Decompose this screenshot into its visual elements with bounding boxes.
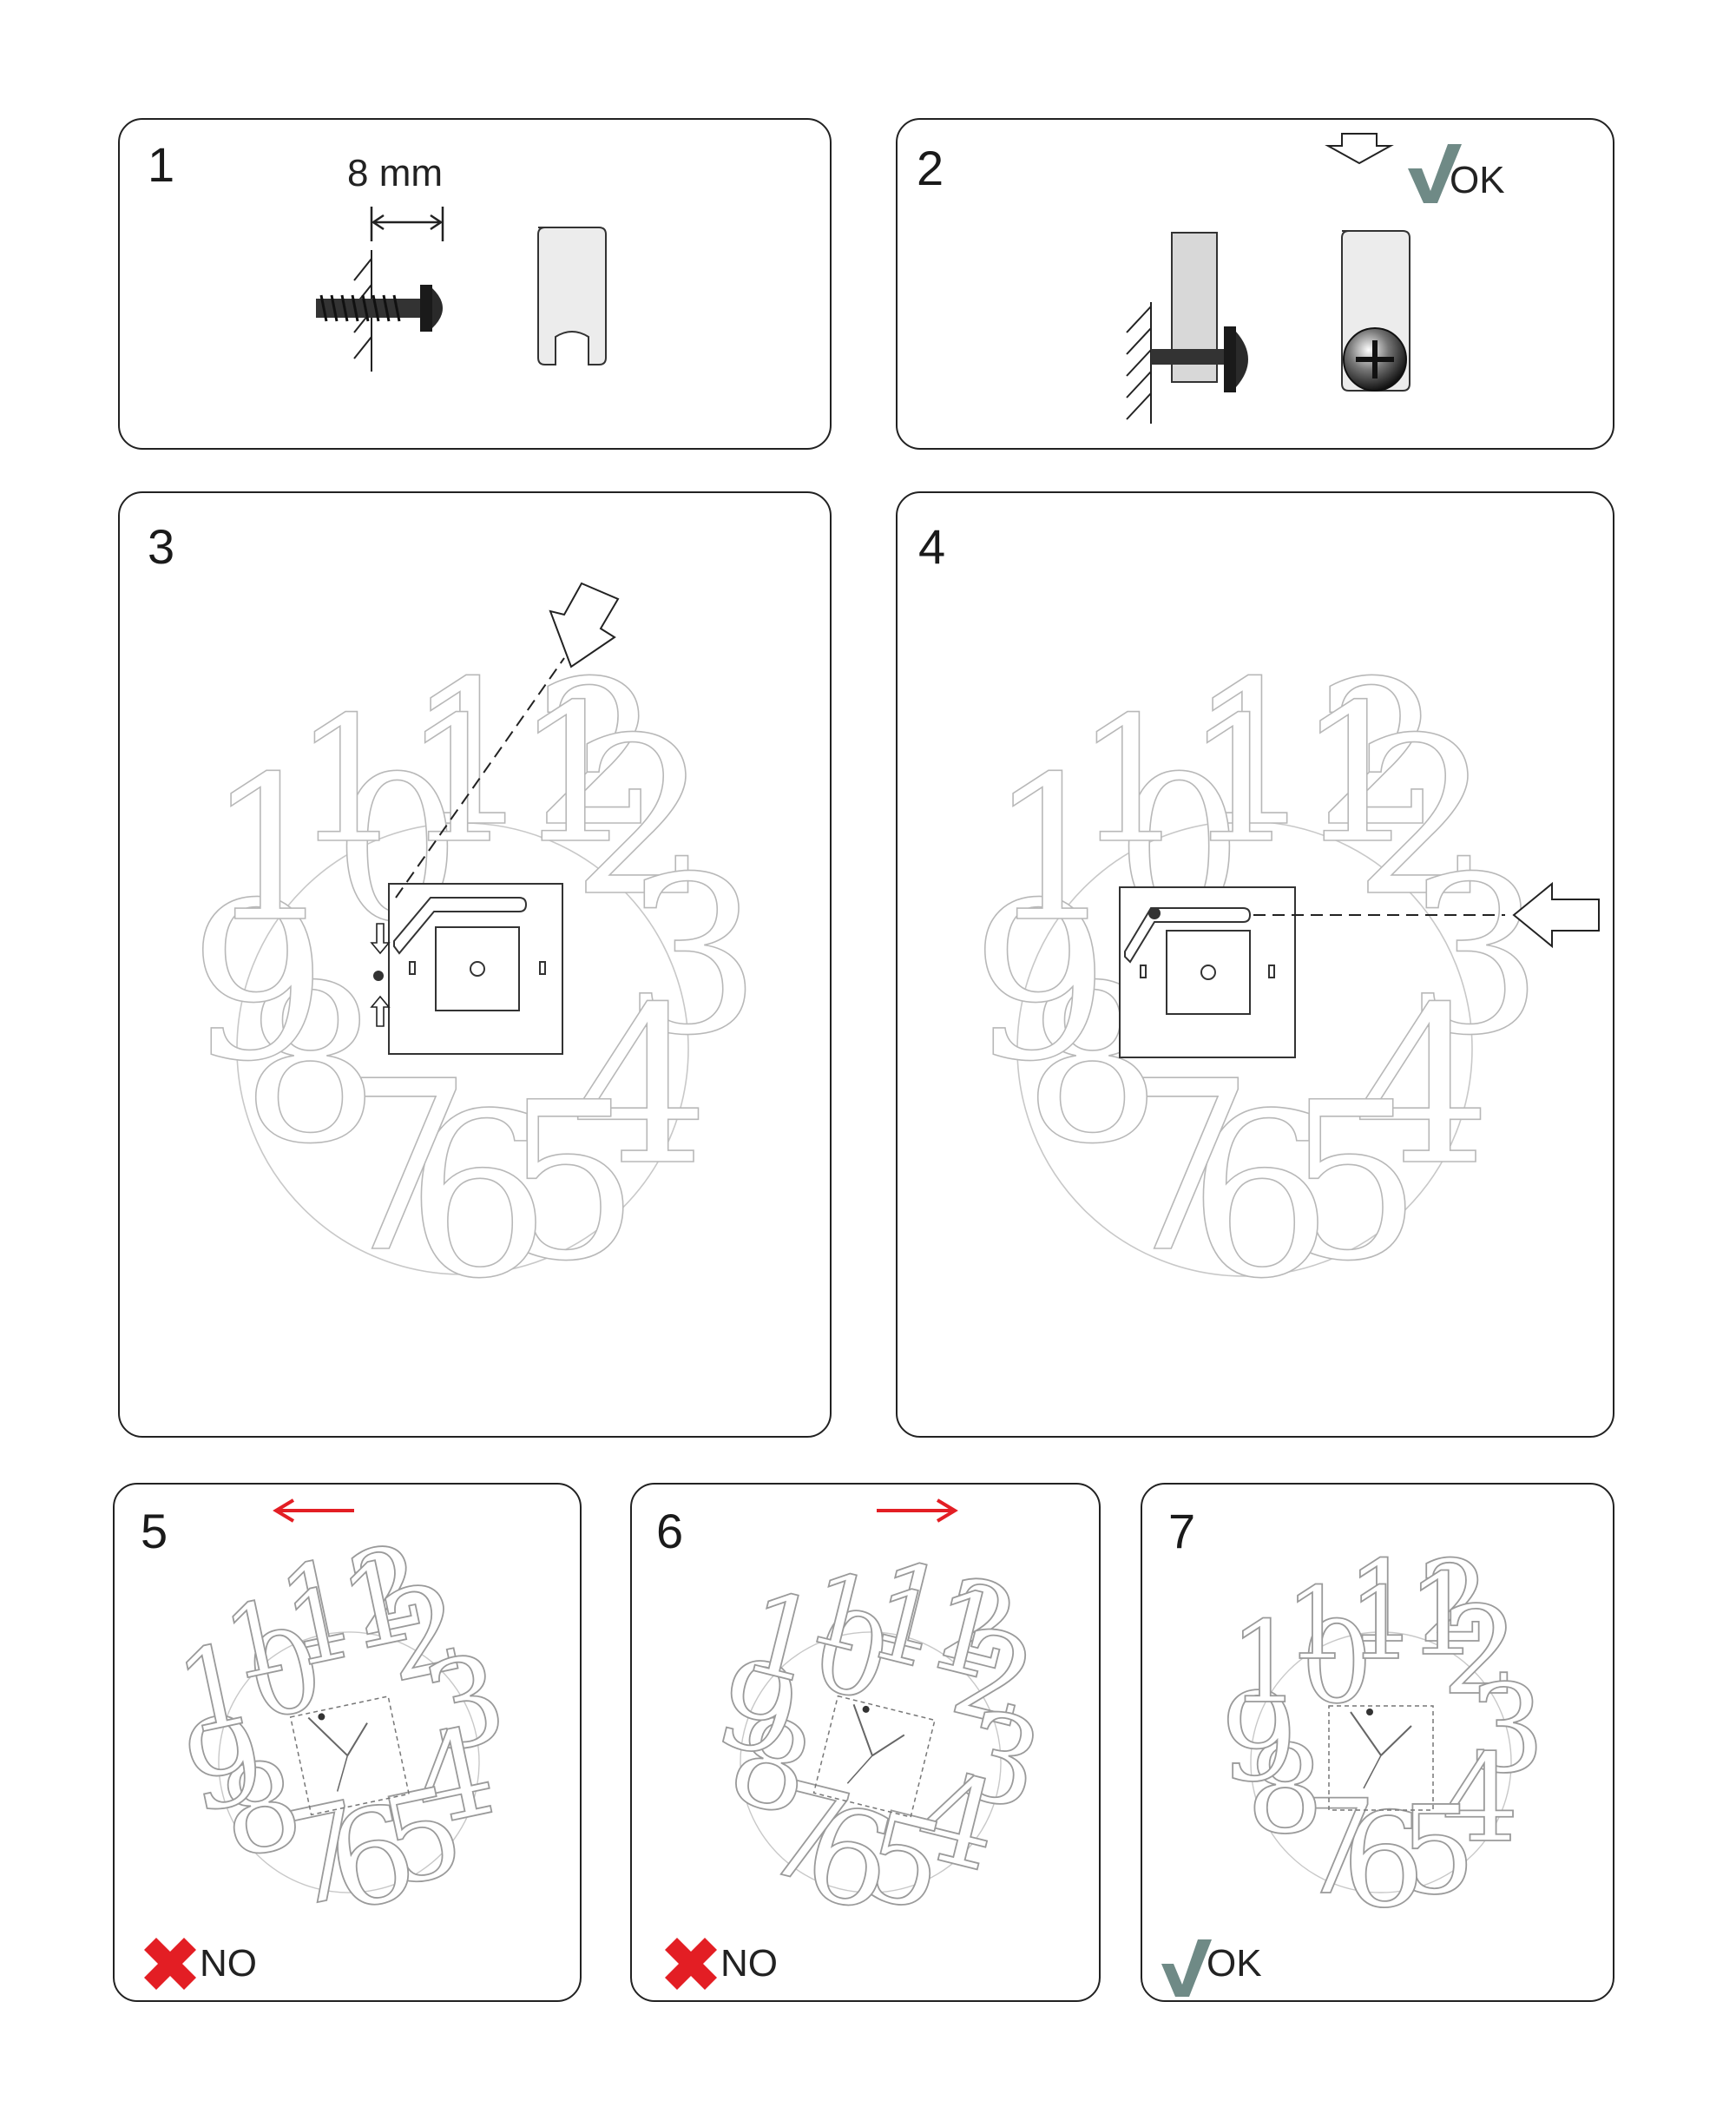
clock-number-2: 2 — [1353, 691, 1491, 944]
cross-icon — [665, 1938, 717, 1990]
bracket-icon — [537, 227, 607, 365]
mounting-plate — [388, 883, 563, 1055]
check-icon — [1408, 144, 1462, 203]
clock-number-9: 9 — [1220, 1668, 1298, 1809]
screw-icon — [316, 285, 443, 332]
panel-step-5: 5 NO 12 1 2 3 4 5 6 7 8 9 10 11 — [113, 1483, 582, 2002]
clock-number-8: 8 — [241, 938, 379, 1191]
clock-back-diagram: 12 1 2 3 4 5 6 7 8 9 10 11 — [188, 582, 762, 1329]
screw-head-icon — [373, 971, 384, 981]
clock-face: 12 1 2 3 4 5 6 7 8 9 10 11 — [165, 1518, 518, 1942]
clock-number-12: 12 — [1188, 639, 1443, 871]
verdict-label: NO — [200, 1942, 257, 1985]
dimension-arrow-icon — [370, 207, 444, 241]
clock-number-6: 6 — [406, 1066, 549, 1328]
clock-number-7: 7 — [1294, 1773, 1377, 1924]
clock-number-5: 5 — [1284, 1056, 1422, 1308]
clock-number-12: 12 — [1346, 1536, 1489, 1668]
clock-number-11: 11 — [1075, 680, 1297, 882]
clock-number-3: 3 — [945, 1683, 1055, 1840]
clock-number-5: 5 — [849, 1784, 958, 1940]
up-arrow-icon — [370, 995, 391, 1027]
clock-face: 12 1 2 3 4 5 6 7 8 9 10 11 — [970, 638, 1544, 1329]
clock-number-1: 1 — [515, 663, 636, 886]
screw-icon — [1151, 326, 1248, 392]
clock-number-3: 3 — [1405, 830, 1543, 1083]
clock-number-11: 11 — [1286, 1566, 1412, 1682]
wall-hatch-icon — [353, 250, 372, 372]
clock-number-12: 12 — [268, 1518, 436, 1677]
clock-number-8: 8 — [1246, 1720, 1324, 1861]
direction-arrow-icon — [549, 582, 620, 668]
clock-number-12: 12 — [406, 639, 661, 871]
measure-label: 8 mm — [347, 152, 443, 194]
clock-number-10: 10 — [166, 1602, 333, 1761]
clock-face: 12 1 2 3 4 5 6 7 8 9 10 11 — [703, 1533, 1056, 1943]
clock-number-3: 3 — [623, 830, 761, 1083]
clock-number-4: 4 — [1442, 1728, 1519, 1870]
step-number: 2 — [917, 141, 944, 195]
clock-number-6: 6 — [1188, 1066, 1332, 1328]
clock-number-2: 2 — [1442, 1581, 1519, 1722]
clock-face: 12 1 2 3 4 5 6 7 8 9 10 11 — [1220, 1535, 1546, 1938]
ok-label: OK — [1450, 159, 1505, 201]
clock-number-4: 4 — [571, 960, 709, 1213]
clock-number-11: 11 — [214, 1564, 363, 1703]
clock-number-5: 5 — [1398, 1781, 1476, 1922]
clock-hang-diagram: 12 1 2 3 4 5 6 7 8 9 10 11 — [970, 638, 1600, 1329]
direction-arrow-icon — [877, 1498, 958, 1523]
panel-step-1: 1 8 mm — [118, 118, 832, 450]
clock-number-2: 2 — [571, 691, 709, 944]
step-number: 4 — [918, 519, 946, 574]
panel-step-3: 3 12 1 2 3 4 5 6 7 8 9 10 11 — [118, 491, 832, 1438]
mounting-plate — [1119, 886, 1296, 1058]
clock-number-1: 1 — [1407, 1549, 1479, 1681]
mount-diagram — [1126, 133, 1462, 424]
check-icon — [1161, 1939, 1212, 1997]
clock-number-9: 9 — [971, 856, 1109, 1109]
wall-hatch-icon — [1126, 302, 1152, 424]
down-arrow-icon — [370, 923, 391, 955]
clock-number-7: 7 — [1106, 1030, 1255, 1304]
down-arrow-icon — [1325, 133, 1394, 165]
panel-step-4: 4 12 1 2 3 4 5 6 7 8 9 10 11 — [896, 491, 1614, 1438]
panel-step-7: 7 OK 12 1 2 3 4 5 6 7 8 9 10 11 — [1141, 1483, 1614, 2002]
clock-number-1: 1 — [1297, 663, 1418, 886]
clock-number-3: 3 — [1468, 1659, 1545, 1801]
clock-number-7: 7 — [324, 1030, 473, 1304]
panel-step-2: 2 OK — [896, 118, 1614, 450]
direction-arrow-icon — [273, 1498, 354, 1523]
step-number: 3 — [148, 519, 175, 574]
direction-arrow-icon — [1512, 881, 1600, 949]
verdict-label: NO — [720, 1942, 778, 1985]
clock-number-5: 5 — [502, 1056, 640, 1308]
screw-head-icon — [1148, 907, 1161, 919]
level-diagram: 12 1 2 3 4 5 6 7 8 9 10 11 — [1161, 1535, 1546, 1997]
clock-number-11: 11 — [293, 680, 515, 882]
cross-icon — [144, 1938, 196, 1990]
tilted-right-diagram: 12 1 2 3 4 5 6 7 8 9 10 11 — [665, 1498, 1056, 1990]
panel-step-6: 6 NO 12 1 2 3 4 5 6 7 8 9 10 11 — [630, 1483, 1101, 2002]
step-number: 7 — [1168, 1504, 1196, 1558]
step-number: 1 — [148, 137, 175, 192]
verdict-label: OK — [1207, 1942, 1262, 1985]
clock-number-4: 4 — [1353, 960, 1491, 1213]
clock-number-9: 9 — [189, 856, 327, 1109]
step-number: 6 — [656, 1504, 684, 1558]
tilted-left-diagram: 12 1 2 3 4 5 6 7 8 9 10 11 — [144, 1498, 518, 1990]
step-number: 5 — [141, 1504, 168, 1558]
screw-diagram — [316, 207, 607, 372]
